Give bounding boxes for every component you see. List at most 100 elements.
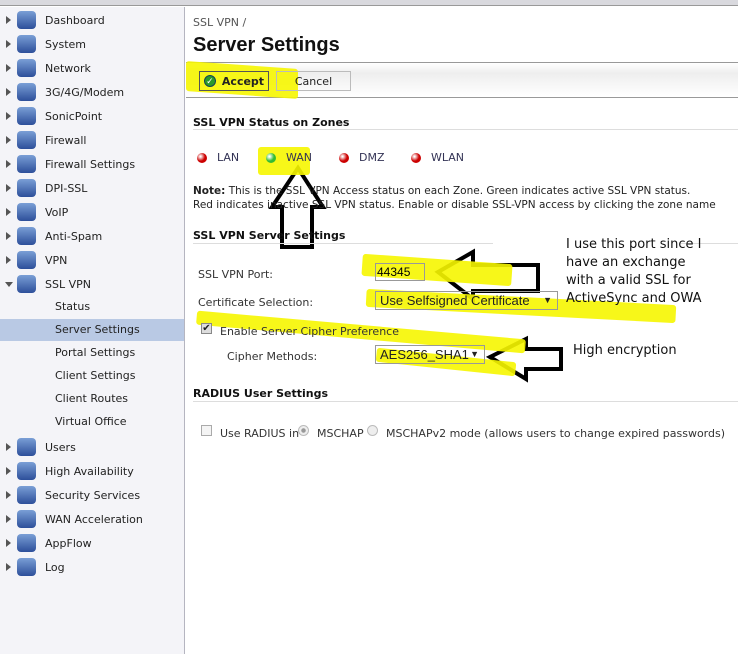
- zone-wlan[interactable]: WLAN: [411, 151, 464, 164]
- chevron-right-icon[interactable]: [6, 515, 11, 523]
- divider: [193, 401, 738, 402]
- status-dot-icon: [411, 152, 421, 163]
- sidebar-item-label: DPI-SSL: [45, 181, 88, 195]
- port-input[interactable]: [375, 263, 425, 281]
- sidebar-item-log[interactable]: Log: [0, 556, 184, 578]
- sidebar-item-sonicpoint[interactable]: SonicPoint: [0, 105, 184, 127]
- sidebar-item-label: AppFlow: [45, 536, 92, 550]
- divider: [193, 129, 738, 130]
- use-radius-checkbox[interactable]: [201, 425, 212, 436]
- sidebar-item-wan-acceleration[interactable]: WAN Acceleration: [0, 508, 184, 530]
- chevron-right-icon[interactable]: [6, 467, 11, 475]
- zones-heading: SSL VPN Status on Zones: [193, 116, 350, 129]
- radius-heading: RADIUS User Settings: [193, 387, 329, 400]
- sidebar-item-system[interactable]: System: [0, 33, 184, 55]
- log-search-icon: [17, 558, 36, 576]
- sidebar-item-users[interactable]: Users: [0, 436, 184, 458]
- sidebar-item-label: Security Services: [45, 488, 141, 502]
- mail-icon: [17, 227, 36, 245]
- status-dot-icon: [266, 152, 276, 163]
- firewall-icon: [17, 131, 36, 149]
- check-icon: ✓: [203, 75, 216, 87]
- zone-label[interactable]: WAN: [286, 151, 313, 164]
- zone-label[interactable]: LAN: [217, 151, 240, 164]
- sidebar-subitem-client-routes[interactable]: Client Routes: [55, 392, 129, 405]
- sidebar-item-voip[interactable]: VoIP: [0, 201, 184, 223]
- zone-label[interactable]: WLAN: [431, 151, 465, 164]
- sidebar-subitem-client-settings[interactable]: Client Settings: [55, 369, 136, 382]
- mschapv2-radio[interactable]: [367, 425, 378, 436]
- chevron-right-icon[interactable]: [6, 232, 11, 240]
- sidebar-item-appflow[interactable]: AppFlow: [0, 532, 184, 554]
- chevron-right-icon[interactable]: [6, 64, 11, 72]
- chevron-right-icon[interactable]: [6, 208, 11, 216]
- chevron-right-icon[interactable]: [6, 112, 11, 120]
- zone-dmz[interactable]: DMZ: [339, 151, 385, 164]
- accept-button[interactable]: ✓ Accept: [199, 71, 269, 91]
- sidebar-item-dashboard[interactable]: Dashboard: [0, 9, 184, 31]
- top-bar: [0, 0, 738, 6]
- note-line: This is the SSL VPN Access status on eac…: [228, 185, 691, 197]
- users-icon: [17, 438, 36, 456]
- zone-wan[interactable]: WAN: [266, 151, 312, 164]
- port-annotation: I use this port since I have an exchange…: [566, 237, 702, 306]
- chevron-right-icon[interactable]: [6, 491, 11, 499]
- cipher-methods-label: Cipher Methods:: [227, 350, 318, 363]
- chevron-right-icon[interactable]: [6, 539, 11, 547]
- chevron-down-icon: ▼: [543, 295, 552, 305]
- sidebar-item-firewall-settings[interactable]: Firewall Settings: [0, 153, 184, 175]
- sidebar-subitem-portal-settings[interactable]: Portal Settings: [55, 346, 136, 359]
- sidebar-item-dpi-ssl[interactable]: DPI-SSL: [0, 177, 184, 199]
- mschap-label: MSCHAP: [317, 427, 364, 440]
- chevron-right-icon[interactable]: [6, 443, 11, 451]
- modem-icon: [17, 83, 36, 101]
- arrow-up-annotation: [268, 164, 327, 249]
- breadcrumb[interactable]: SSL VPN /: [193, 16, 247, 29]
- sidebar-subitem-status[interactable]: Status: [55, 300, 91, 313]
- chevron-right-icon[interactable]: [6, 184, 11, 192]
- status-dot-icon: [339, 152, 349, 163]
- sidebar-item-firewall[interactable]: Firewall: [0, 129, 184, 151]
- cancel-button[interactable]: Cancel: [276, 71, 351, 91]
- shield-icon: [17, 486, 36, 504]
- sidebar-item-vpn[interactable]: VPN: [0, 249, 184, 271]
- sidebar-item-label: Anti-Spam: [45, 229, 103, 243]
- chevron-right-icon[interactable]: [6, 16, 11, 24]
- chevron-right-icon[interactable]: [6, 563, 11, 571]
- sidebar-item-label: Log: [45, 560, 65, 574]
- chevron-right-icon[interactable]: [6, 40, 11, 48]
- sidebar-item-anti-spam[interactable]: Anti-Spam: [0, 225, 184, 247]
- chevron-right-icon[interactable]: [6, 88, 11, 96]
- zone-lan[interactable]: LAN: [197, 151, 239, 164]
- sidebar-item-label: Dashboard: [45, 13, 105, 27]
- cipher-preference-checkbox[interactable]: ✔: [201, 323, 212, 334]
- sidebar-item-label: 3G/4G/Modem: [45, 85, 125, 99]
- sidebar-subitem-virtual-office[interactable]: Virtual Office: [55, 415, 127, 428]
- access-point-icon: [17, 107, 36, 125]
- cipher-methods-select[interactable]: AES256_SHA1▼: [375, 345, 485, 364]
- sidebar-item-label: Firewall Settings: [45, 157, 136, 171]
- sidebar-item-high-availability[interactable]: High Availability: [0, 460, 184, 482]
- wan-acceleration-icon: [17, 510, 36, 528]
- divider: [193, 243, 493, 244]
- certificate-select[interactable]: Use Selfsigned Certificate▼: [375, 291, 558, 310]
- sidebar-item-3g-4g-modem[interactable]: 3G/4G/Modem: [0, 81, 184, 103]
- sidebar-item-label: WAN Acceleration: [45, 512, 143, 526]
- servers-icon: [17, 462, 36, 480]
- chevron-down-icon: ▼: [470, 349, 479, 359]
- sidebar-subitem-server-settings[interactable]: Server Settings: [0, 319, 184, 341]
- sidebar-item-label: System: [45, 37, 87, 51]
- chevron-right-icon[interactable]: [6, 256, 11, 264]
- sidebar-item-ssl-vpn[interactable]: SSL VPN: [0, 273, 184, 295]
- port-label: SSL VPN Port:: [198, 268, 273, 281]
- chevron-right-icon[interactable]: [6, 136, 11, 144]
- sidebar-item-security-services[interactable]: Security Services: [0, 484, 184, 506]
- chevron-down-icon[interactable]: [5, 281, 13, 287]
- chevron-right-icon[interactable]: [6, 160, 11, 168]
- note-line: Red indicates inactive SSL VPN status. E…: [193, 199, 716, 211]
- zone-label[interactable]: DMZ: [359, 151, 385, 164]
- mschap-radio[interactable]: [298, 425, 309, 436]
- cipher-value: AES256_SHA1: [380, 347, 469, 362]
- sidebar-item-network[interactable]: Network: [0, 57, 184, 79]
